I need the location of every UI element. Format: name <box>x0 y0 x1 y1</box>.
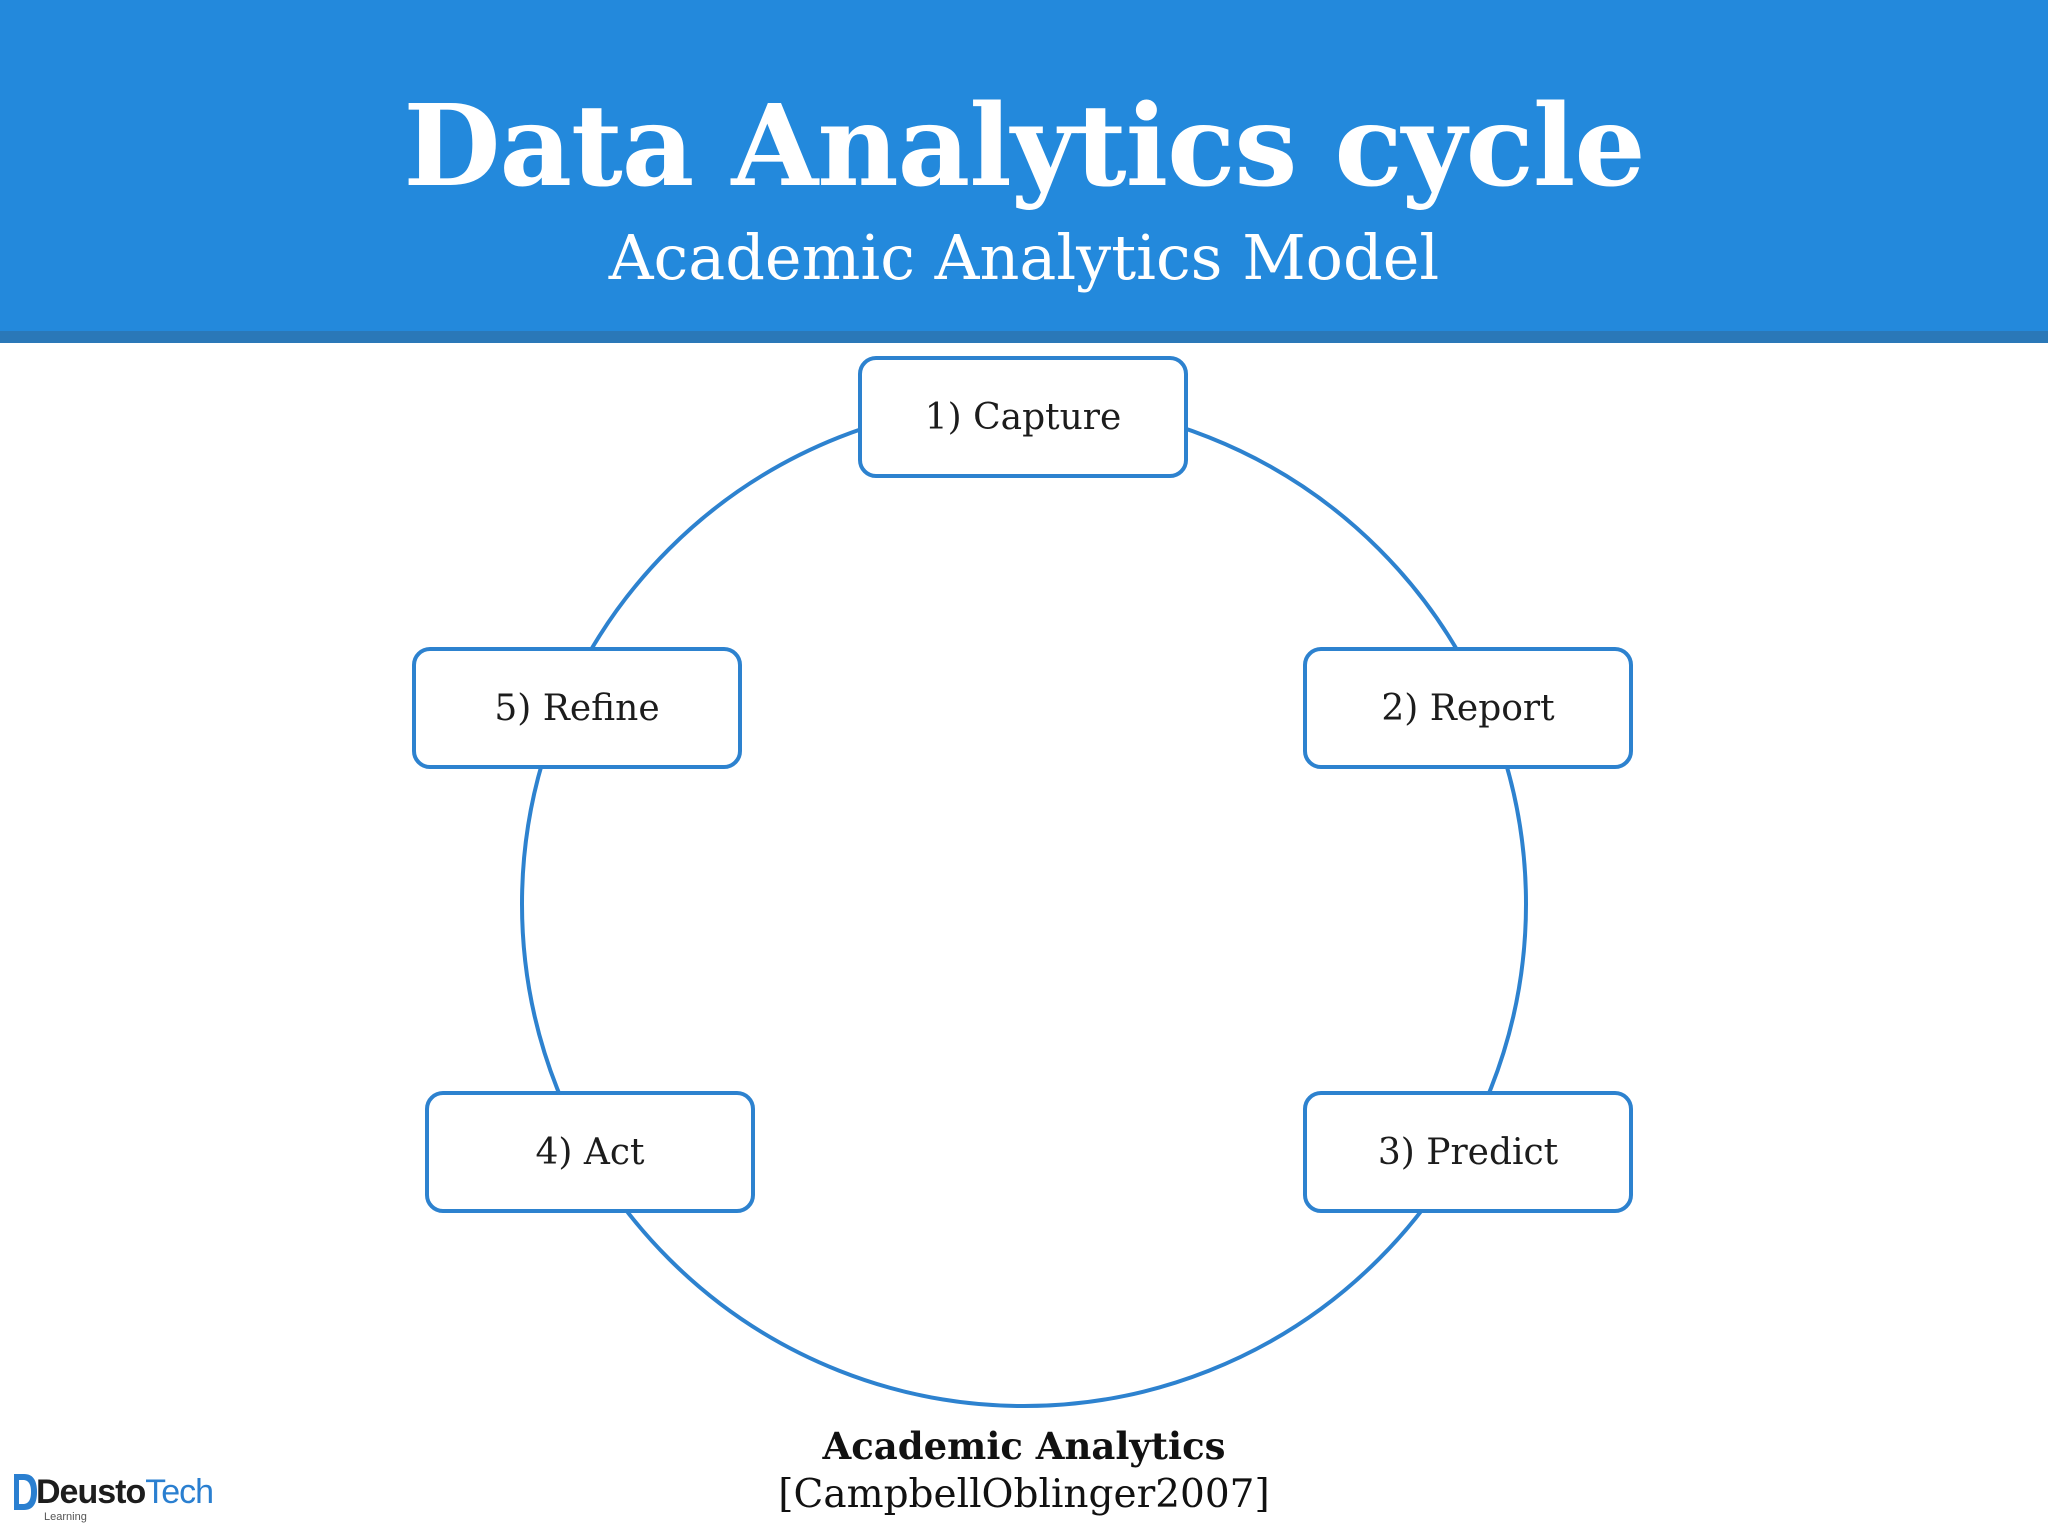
step-capture: 1) Capture <box>858 356 1188 478</box>
logo-wordmark: DeustoTech <box>36 1470 214 1514</box>
logo-word-deusto: Deusto <box>36 1473 146 1511</box>
slide-title: Data Analytics cycle <box>403 81 1645 212</box>
step-refine-label: 5) Refine <box>494 687 660 729</box>
step-report: 2) Report <box>1303 647 1633 769</box>
header-banner <box>0 0 2048 331</box>
deustotech-logo-icon <box>14 1474 37 1510</box>
step-act: 4) Act <box>425 1091 755 1213</box>
header-divider <box>0 331 2048 343</box>
step-report-label: 2) Report <box>1381 687 1555 729</box>
step-act-label: 4) Act <box>535 1131 645 1173</box>
caption-reference: [CampbellOblinger2007] <box>778 1472 1270 1517</box>
logo-tagline: Learning <box>44 1511 87 1523</box>
deustotech-logo: DeustoTech Learning <box>12 1470 214 1526</box>
logo-word-tech: Tech <box>145 1473 214 1511</box>
caption-title: Academic Analytics <box>822 1424 1226 1468</box>
cycle-ring <box>520 400 1528 1408</box>
step-refine: 5) Refine <box>412 647 742 769</box>
step-predict: 3) Predict <box>1303 1091 1633 1213</box>
step-capture-label: 1) Capture <box>924 396 1122 438</box>
slide-subtitle: Academic Analytics Model <box>608 221 1440 294</box>
step-predict-label: 3) Predict <box>1377 1131 1559 1173</box>
